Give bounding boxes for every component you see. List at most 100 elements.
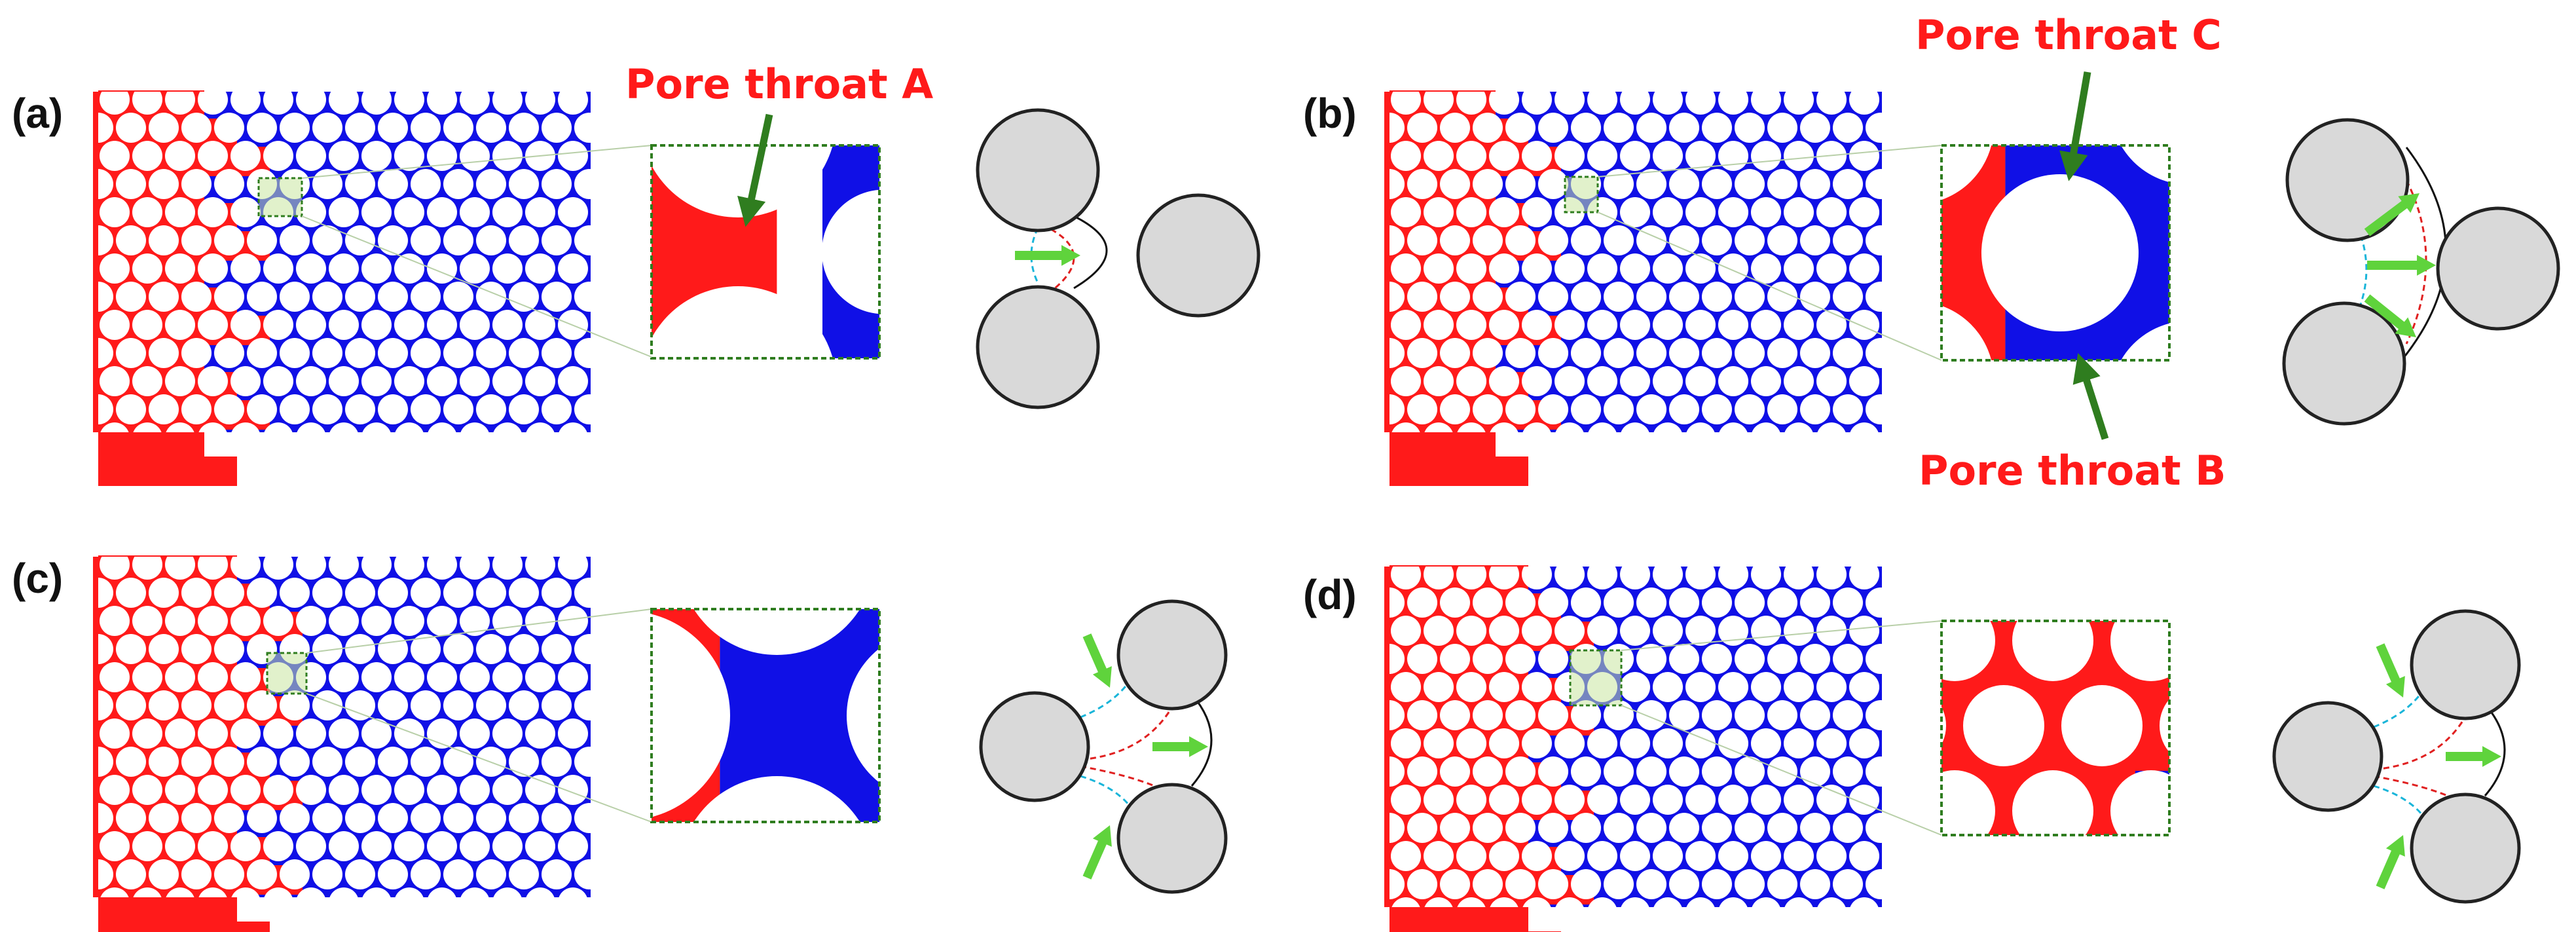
grain	[591, 422, 621, 453]
grain	[100, 557, 130, 580]
grain	[1490, 897, 1518, 907]
grain	[2160, 855, 2241, 932]
grain	[525, 366, 555, 396]
grain	[1915, 84, 1945, 115]
grain	[1457, 422, 1486, 432]
grain	[1833, 587, 1863, 618]
grain	[1604, 113, 1634, 143]
grain	[1620, 785, 1650, 815]
zoom-marker-d	[1569, 649, 1623, 707]
grain	[1849, 197, 1879, 227]
grain	[1473, 225, 1503, 255]
grain	[1456, 92, 1486, 115]
grain	[1391, 92, 1421, 115]
grain	[1669, 587, 1699, 618]
grain	[1555, 422, 1584, 432]
grain	[1800, 925, 1830, 932]
grain	[492, 662, 523, 692]
grain	[1702, 925, 1732, 932]
grain	[1833, 169, 1863, 199]
grain	[460, 92, 490, 115]
grain	[67, 662, 97, 692]
grain	[1389, 169, 1405, 199]
grain	[165, 775, 195, 805]
grain	[1571, 925, 1601, 932]
grain	[509, 916, 539, 932]
grain	[1620, 310, 1650, 340]
grain	[198, 775, 228, 805]
grain	[1505, 756, 1536, 787]
grain	[1636, 700, 1666, 730]
grain	[296, 310, 326, 340]
grain	[476, 690, 506, 720]
grain	[1555, 728, 1585, 758]
grain	[116, 859, 146, 889]
grain	[1407, 225, 1437, 255]
grain	[558, 831, 588, 861]
grain	[1440, 169, 1470, 199]
grain	[558, 253, 588, 284]
grain	[1833, 756, 1863, 787]
grain	[361, 141, 392, 171]
grain	[296, 718, 326, 749]
grain	[1735, 700, 1765, 730]
grain	[591, 310, 621, 340]
zoom-inset-b	[1940, 144, 2171, 362]
grain	[1489, 785, 1519, 815]
grain	[1833, 925, 1863, 932]
grain	[443, 803, 473, 833]
grain	[1571, 282, 1601, 312]
grain-schematic-b	[2282, 118, 2560, 426]
grain	[394, 253, 424, 284]
grain	[492, 606, 523, 636]
grain	[443, 282, 473, 312]
grain	[1636, 113, 1666, 143]
grain	[558, 775, 588, 805]
grain	[361, 718, 392, 749]
grain	[640, 113, 670, 143]
invading-fluid-region	[1389, 903, 1528, 932]
grain	[1833, 869, 1863, 899]
grain	[361, 197, 392, 227]
grain	[525, 606, 555, 636]
grain	[1685, 785, 1716, 815]
grain	[1898, 587, 1928, 618]
grain	[1735, 225, 1765, 255]
grain	[1800, 113, 1830, 143]
grain	[1849, 616, 1879, 646]
grain	[1669, 700, 1699, 730]
grain	[263, 557, 293, 580]
grain	[1587, 841, 1617, 871]
pore-throat-b-label: Pore throat B	[1919, 447, 2226, 494]
grain	[1685, 672, 1716, 702]
grain	[574, 282, 591, 312]
grain	[1424, 197, 1454, 227]
grain	[492, 141, 523, 171]
grain	[623, 422, 653, 453]
grain	[607, 338, 637, 368]
grain	[296, 366, 326, 396]
grain	[1407, 394, 1437, 424]
grain	[1571, 451, 1601, 481]
grain	[214, 169, 244, 199]
grain	[1751, 841, 1781, 871]
grain	[460, 141, 490, 171]
grain	[1941, 145, 1992, 200]
grain	[329, 253, 359, 284]
grain	[427, 831, 457, 861]
grain	[98, 169, 113, 199]
dashed-meniscus-icon	[1030, 227, 1039, 284]
grain	[1800, 756, 1830, 787]
grain	[1850, 897, 1879, 907]
grain	[411, 859, 441, 889]
zoom-inset-c	[650, 608, 881, 823]
grain	[1505, 169, 1536, 199]
green-arrow-icon	[2059, 71, 2091, 181]
grain	[1800, 813, 1830, 843]
grain	[361, 92, 392, 115]
grain	[542, 690, 572, 720]
invading-fluid-region	[1389, 457, 1528, 486]
meniscus-outline	[1073, 215, 1108, 289]
grain	[1866, 813, 1882, 843]
grain	[1440, 282, 1470, 312]
